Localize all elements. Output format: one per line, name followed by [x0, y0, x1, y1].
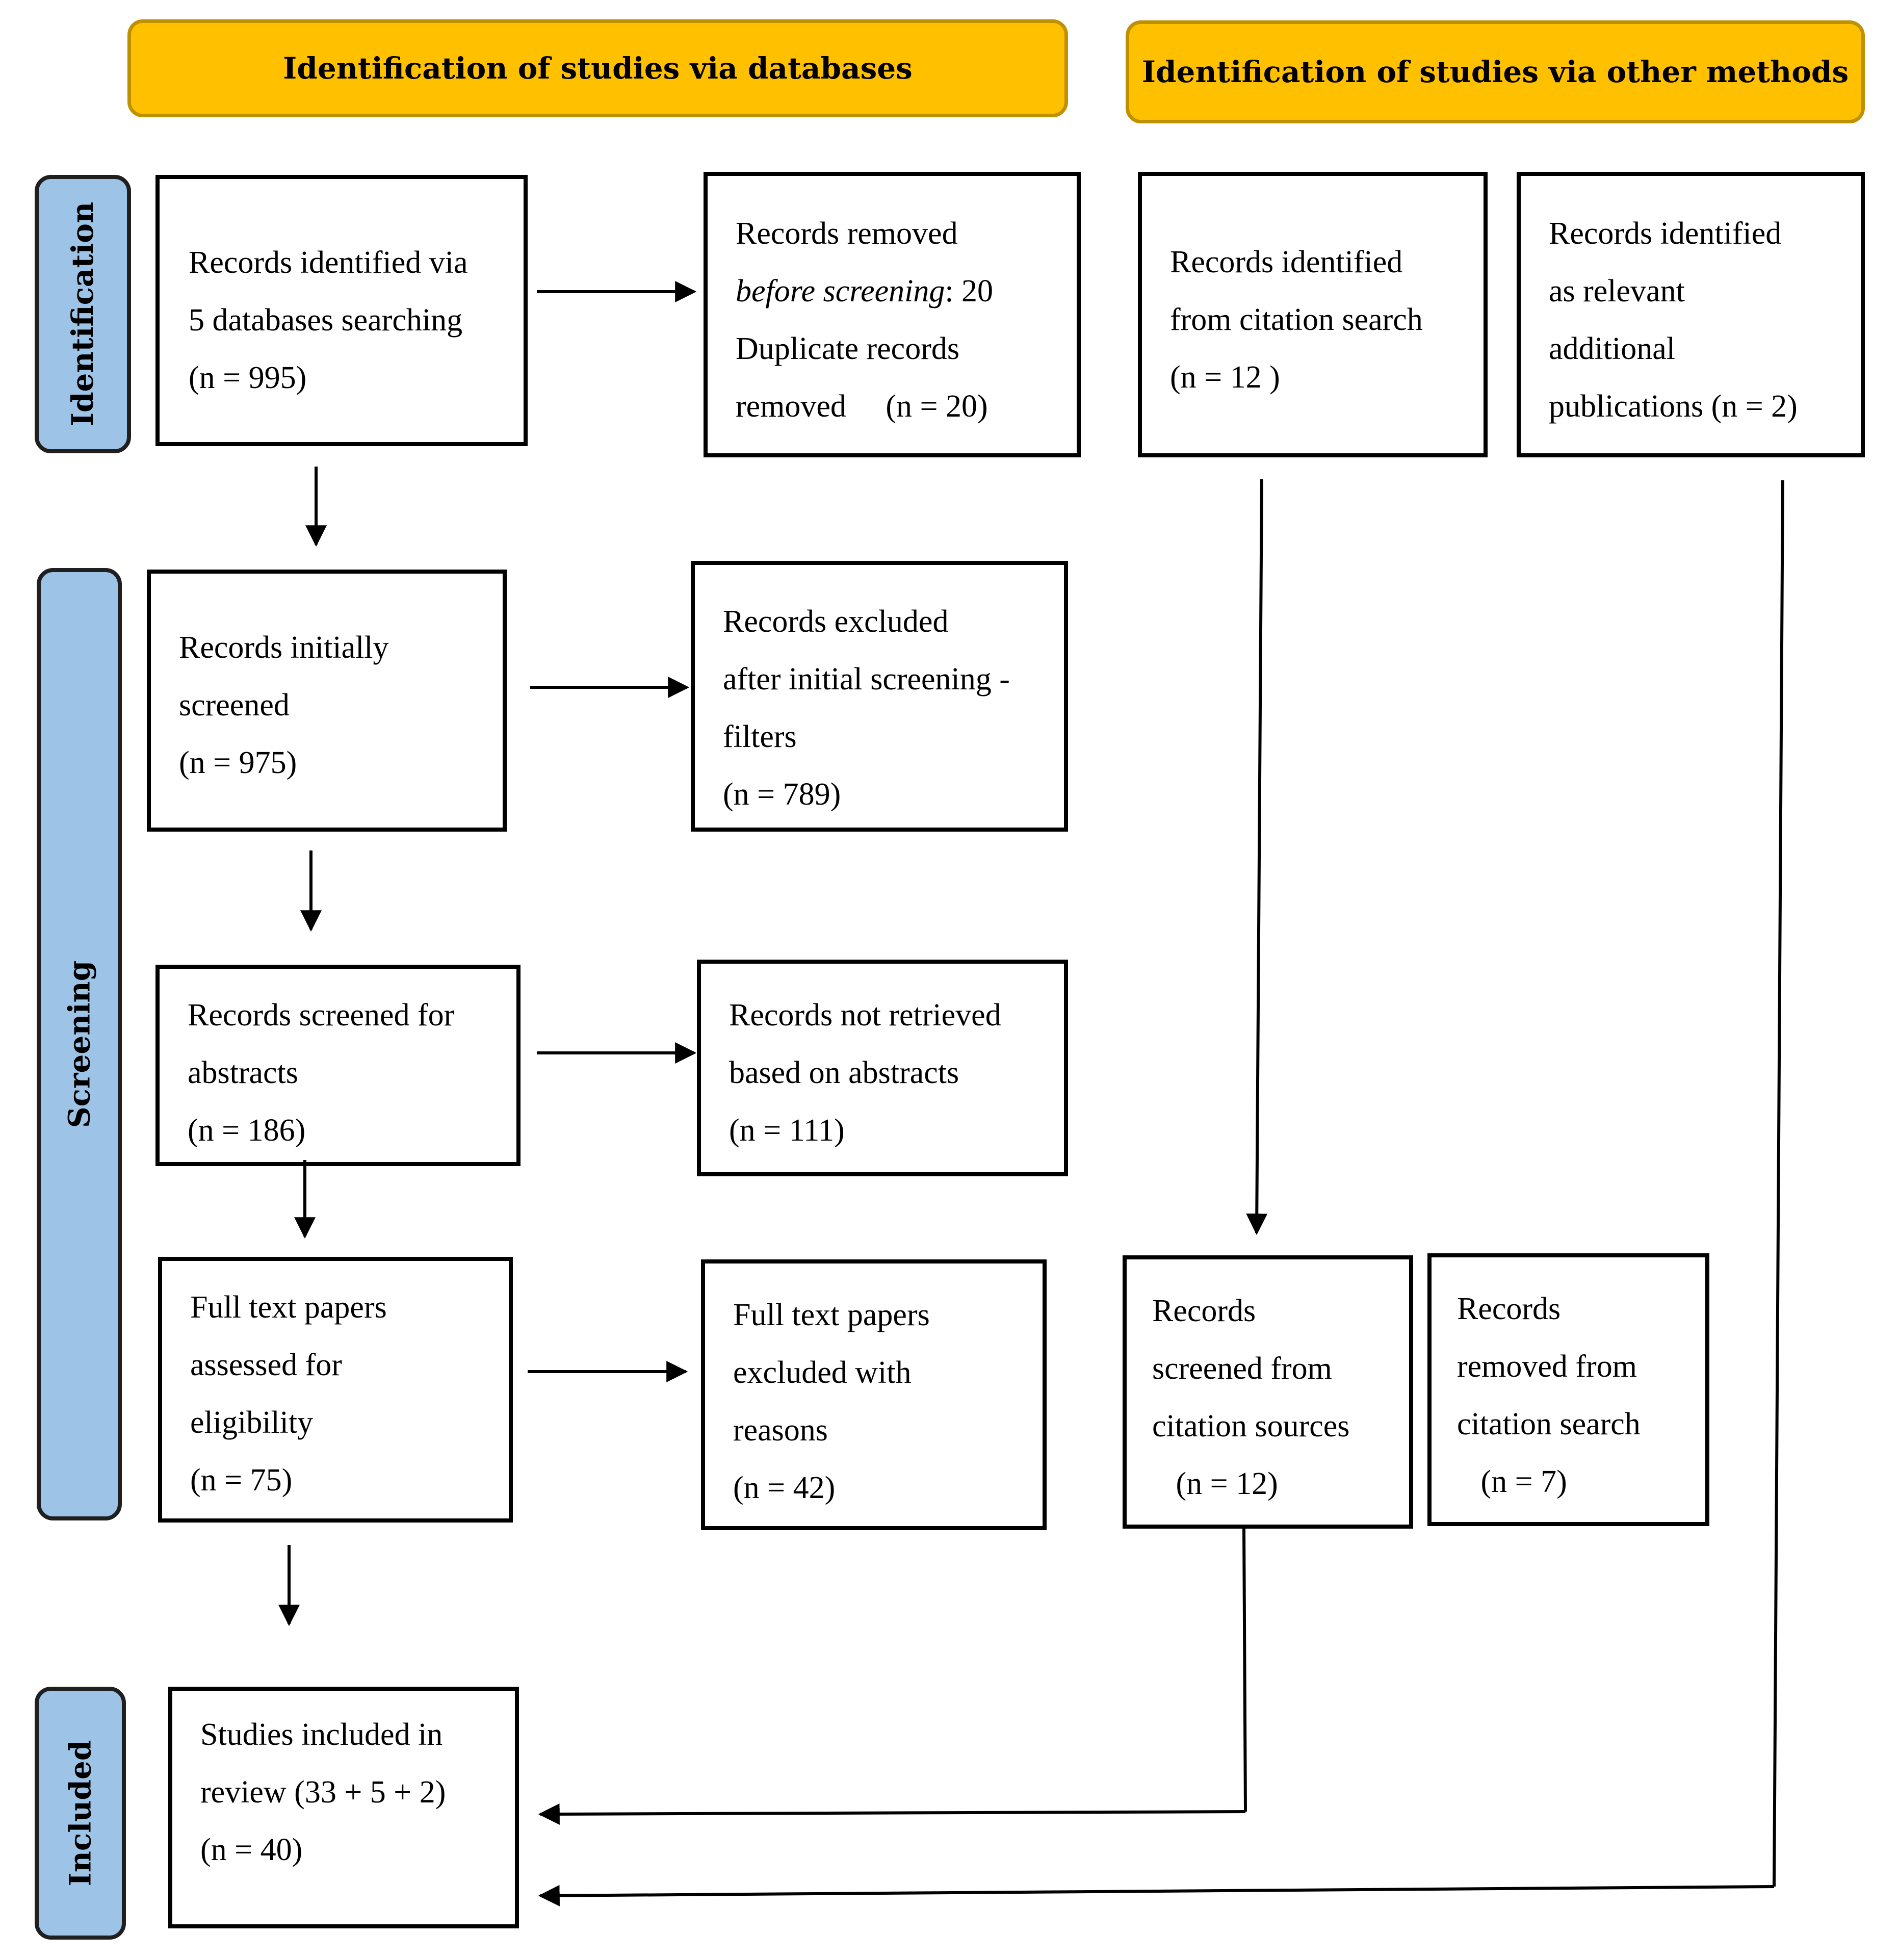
text-line: removed (n = 20) — [736, 389, 988, 424]
text-line: citation sources — [1152, 1409, 1350, 1443]
box-records-removed-before-screening: Records removed before screening: 20 Dup… — [704, 172, 1081, 457]
text-line: (n = 12) — [1152, 1466, 1278, 1501]
stage-included: Included — [35, 1687, 126, 1940]
text-line: Records identified — [1549, 216, 1782, 251]
text-line: (n = 12 ) — [1170, 360, 1280, 395]
box-full-text-excluded: Full text papers excluded with reasons (… — [701, 1259, 1047, 1530]
text-line: Records — [1152, 1294, 1256, 1328]
text-line: Duplicate records — [736, 331, 959, 366]
box-records-additional-publications: Records identified as relevant additiona… — [1517, 172, 1865, 457]
text-line: eligibility — [190, 1405, 314, 1440]
text-line: Records initially — [179, 630, 389, 665]
text-line: abstracts — [188, 1055, 298, 1090]
text-line: removed from — [1457, 1349, 1637, 1384]
header-other-methods: Identification of studies via other meth… — [1126, 20, 1865, 123]
text-line: Records excluded — [723, 604, 949, 639]
text-line: citation search — [1457, 1407, 1641, 1441]
text-line: after initial screening - — [723, 662, 1010, 697]
box-records-screened-citation-sources: Records screened from citation sources (… — [1123, 1255, 1413, 1529]
text-line: Records — [1457, 1292, 1561, 1326]
box-records-not-retrieved: Records not retrieved based on abstracts… — [697, 960, 1068, 1176]
text-line: (n = 7) — [1457, 1464, 1567, 1499]
text-line: additional — [1549, 331, 1675, 366]
header-databases-label: Identification of studies via databases — [283, 51, 913, 86]
text-line: (n = 186) — [188, 1113, 306, 1148]
text-line: before screening: 20 — [736, 263, 1077, 320]
text-line: filters — [723, 719, 797, 754]
text-line: Records identified — [1170, 245, 1403, 279]
text-line: (n = 789) — [723, 777, 841, 812]
arrow-down — [1246, 479, 1268, 1235]
box-records-excluded-filters: Records excluded after initial screening… — [691, 561, 1068, 832]
text-line: publications (n = 2) — [1549, 389, 1798, 424]
text-line: Records identified via — [189, 245, 468, 280]
text-line: screened — [179, 688, 290, 723]
text-fragment: : 20 — [945, 274, 994, 308]
text-line: 5 databases searching — [189, 303, 463, 338]
box-records-initially-screened: Records initially screened (n = 975) — [147, 570, 507, 832]
text-line: Records screened for — [188, 998, 455, 1033]
text-line: Records not retrieved — [729, 998, 1001, 1033]
text-line: as relevant — [1549, 274, 1685, 308]
text-line: Full text papers — [190, 1290, 387, 1325]
text-line: screened from — [1152, 1351, 1332, 1386]
text-line: (n = 75) — [190, 1463, 293, 1498]
text-italic: before screening — [736, 274, 945, 308]
text-line: (n = 42) — [733, 1471, 836, 1505]
connector-line — [1242, 1527, 1247, 1812]
arrow-left — [538, 1885, 1775, 1906]
header-other-methods-label: Identification of studies via other meth… — [1141, 55, 1849, 89]
text-line: from citation search — [1170, 302, 1423, 337]
header-databases: Identification of studies via databases — [127, 19, 1068, 117]
box-full-text-assessed: Full text papers assessed for eligibilit… — [158, 1257, 513, 1523]
box-records-screened-abstracts: Records screened for abstracts (n = 186) — [155, 965, 521, 1166]
text-line: Studies included in — [200, 1717, 443, 1752]
arrow-left — [538, 1803, 1246, 1825]
box-records-removed-citation-search: Records removed from citation search (n … — [1427, 1253, 1709, 1526]
box-records-identified-databases: Records identified via 5 databases searc… — [155, 175, 528, 446]
text-line: assessed for — [190, 1348, 342, 1382]
connector-line — [1773, 480, 1784, 1887]
text-line: based on abstracts — [729, 1055, 959, 1090]
stage-identification: Identification — [35, 175, 131, 453]
stage-screening: Screening — [37, 568, 122, 1520]
text-line: reasons — [733, 1413, 828, 1448]
text-line: Records removed — [736, 216, 958, 251]
text-line: excluded with — [733, 1355, 912, 1390]
text-line: review (33 + 5 + 2) — [200, 1775, 446, 1810]
text-line: Full text papers — [733, 1298, 930, 1332]
text-line: (n = 111) — [729, 1113, 845, 1148]
text-line: (n = 995) — [189, 360, 307, 395]
box-studies-included: Studies included in review (33 + 5 + 2) … — [168, 1687, 519, 1928]
box-records-citation-search: Records identified from citation search … — [1138, 172, 1488, 457]
text-line: (n = 40) — [200, 1833, 303, 1867]
text-line: (n = 975) — [179, 745, 297, 780]
